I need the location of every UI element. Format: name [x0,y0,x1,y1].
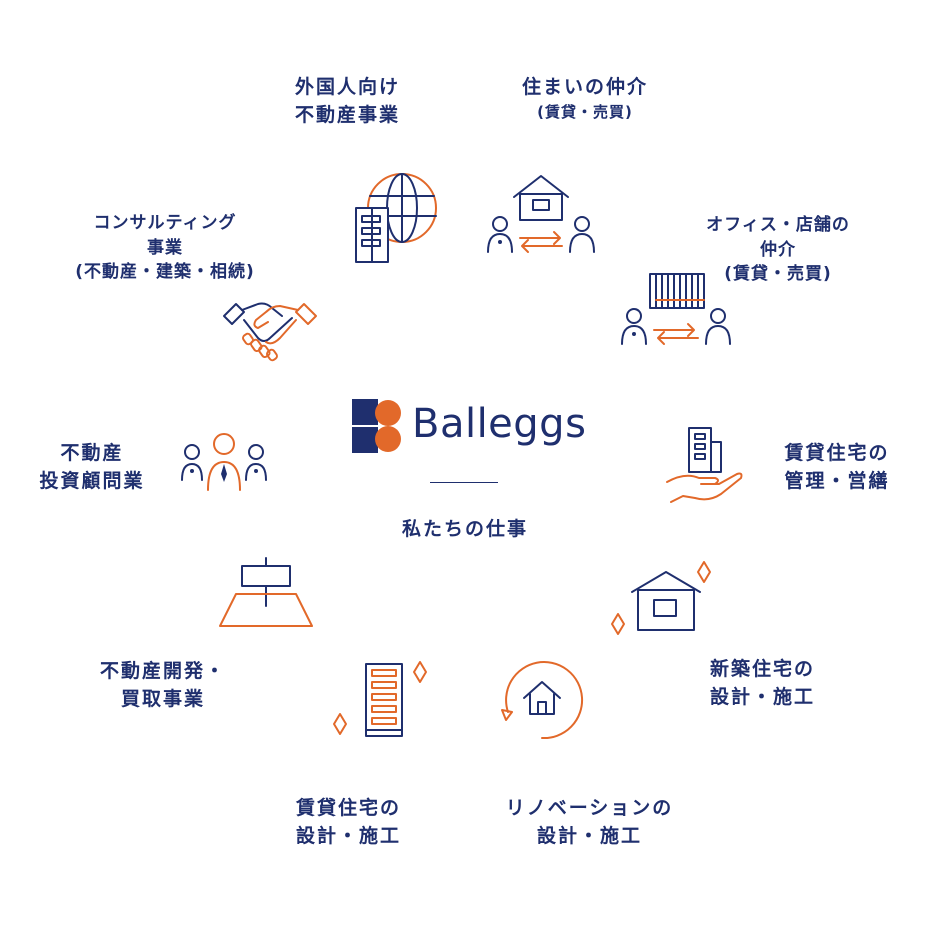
service-label-new-build: 新築住宅の 設計・施工 [709,658,815,708]
divider [430,482,498,483]
new-house-icon [611,561,711,635]
advisors-icon [181,433,267,491]
service-label-housing-brokerage: 住まいの仲介 (賃貸・売買) [521,76,648,121]
service-label-consulting: コンサルティング 事業 (不動産・建築・相続) [75,213,255,283]
service-label-rental-management: 賃貸住宅の 管理・営繕 [784,442,890,492]
service-label-foreigner: 外国人向け 不動産事業 [294,76,400,126]
service-label-office-brokerage: オフィス・店舗の 仲介 (賃貸・売買) [706,215,850,285]
service-label-rental-design: 賃貸住宅の 設計・施工 [295,797,401,847]
brand-name: Balleggs [412,401,587,447]
apartment-building-icon [333,661,427,737]
hand-building-icon [666,427,743,503]
service-label-investment-advisory: 不動産 投資顧問業 [39,442,145,492]
globe-building-icon [355,173,437,263]
land-sign-icon [219,557,313,627]
handshake-icon [223,302,317,362]
service-label-renovation: リノベーションの 設計・施工 [505,797,674,847]
service-label-development: 不動産開発・ 買取事業 [99,660,226,710]
page-subtitle: 私たちの仕事 [401,518,528,540]
logo-mark [352,399,401,453]
renovation-icon [501,661,584,740]
shop-exchange-icon [621,273,731,345]
house-exchange-icon [487,175,595,253]
